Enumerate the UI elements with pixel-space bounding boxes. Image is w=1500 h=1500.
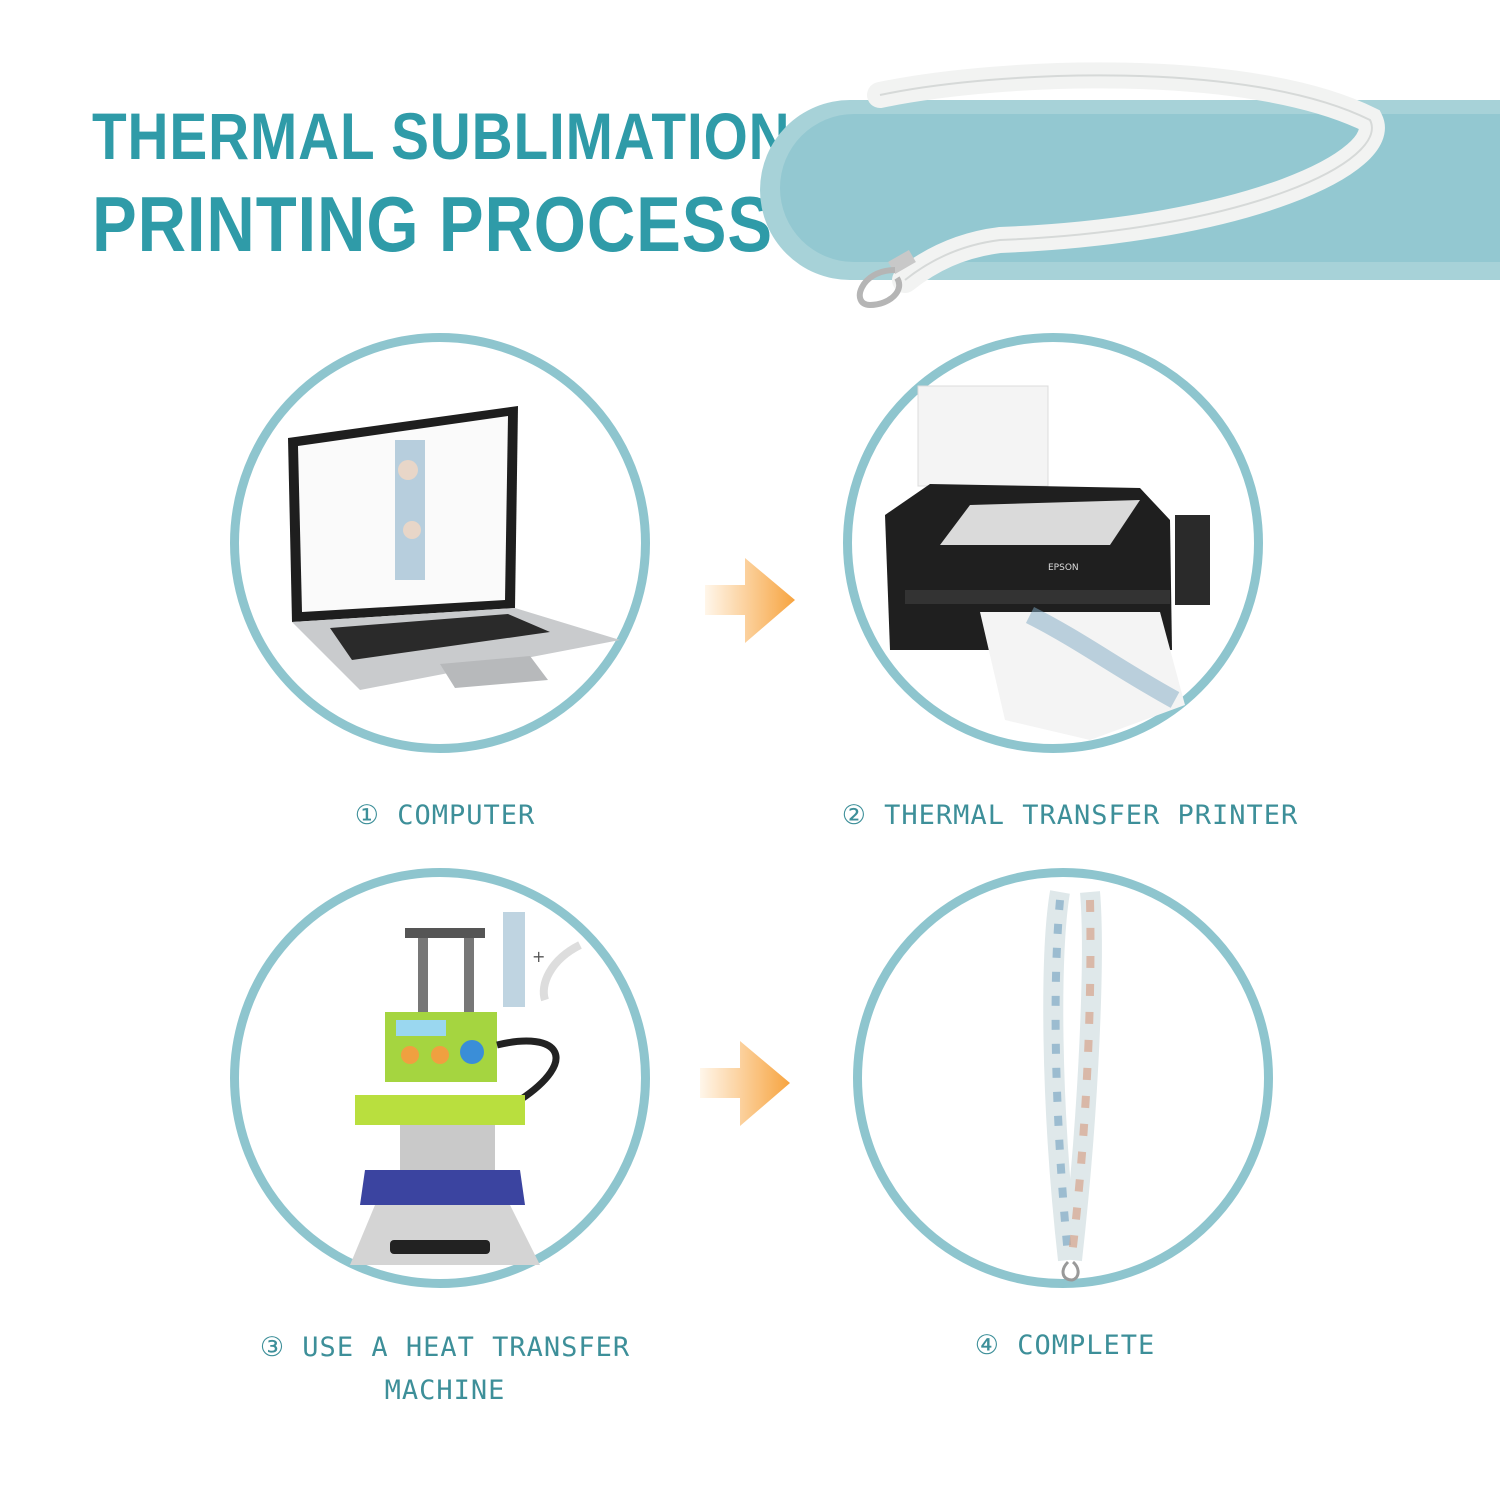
title-line-2: PRINTING PROCESS	[92, 180, 773, 268]
lanyard-banner-illustration	[856, 62, 1385, 309]
step-2-label: ② THERMAL TRANSFER PRINTER	[841, 800, 1299, 831]
arrow-right-icon	[705, 558, 795, 643]
arrow-right-icon	[700, 1041, 790, 1126]
step-4-label: ④ COMPLETE	[974, 1330, 1156, 1361]
step-1-label: ① COMPUTER	[354, 800, 536, 831]
step-3-label: ③ USE A HEAT TRANSFER	[259, 1332, 631, 1363]
svg-text:+: +	[532, 947, 545, 966]
printer-brand: EPSON	[1048, 563, 1079, 573]
step-3-label-line-2: MACHINE	[384, 1375, 506, 1406]
